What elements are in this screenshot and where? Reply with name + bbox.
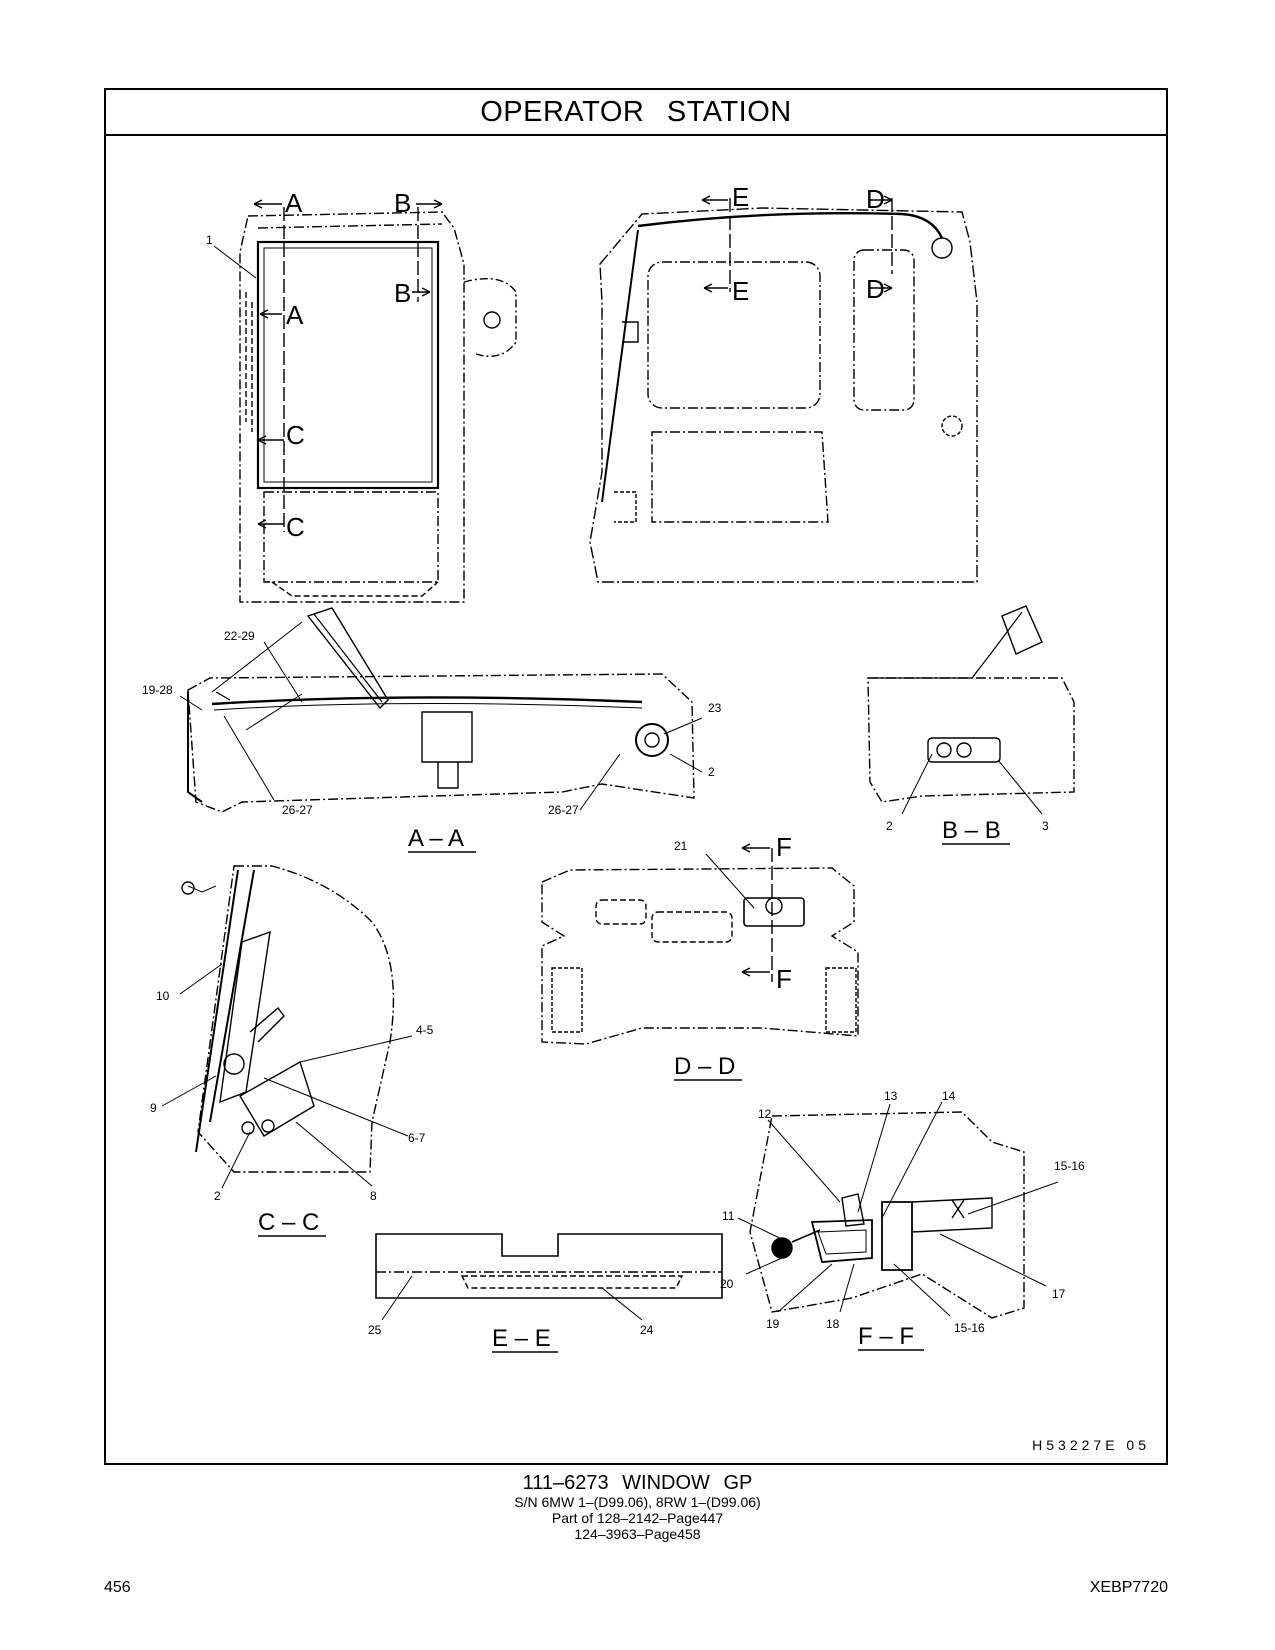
part-of-reference: 124–3963–Page458 [574,1526,701,1542]
section-label-ee: E – E [492,1325,551,1352]
diagram-frame: OPERATOR STATION [104,88,1168,1465]
section-letter-f: F [776,832,792,862]
callout-23: 23 [708,701,722,715]
callout-11: 11 [722,1209,735,1223]
callout-15-16: 15-16 [954,1321,985,1335]
section-ff-drawing [737,1101,1059,1319]
section-label-bb: B – B [942,817,1001,844]
callout-18: 18 [826,1317,840,1331]
section-dd-drawing [541,843,859,1045]
callout-19-28: 19-28 [142,683,173,697]
callout-8: 8 [370,1189,377,1203]
callout-26-27: 26-27 [548,803,579,817]
section-label-aa: A – A [408,825,464,852]
section-letter-b: B [394,278,411,308]
section-label-dd: D – D [674,1053,735,1080]
section-aa-drawing [179,607,703,813]
section-letter-b: B [394,188,411,218]
section-letter-f: F [776,964,792,994]
side-view [589,195,978,583]
section-letter-d: D [866,184,885,214]
parts-diagram: A B B A C C 1 E D E D 22-29 19-28 23 2 2… [142,182,1085,1353]
section-ee-drawing [375,1233,723,1321]
callout-2: 2 [886,819,893,833]
callout-9: 9 [150,1101,157,1115]
section-label-ff: F – F [858,1323,914,1350]
section-letter-a: A [286,300,304,330]
section-letter-d: D [866,274,885,304]
section-label-cc: C – C [258,1209,319,1236]
section-bb-drawing [867,605,1075,815]
callout-24: 24 [640,1323,654,1337]
document-id: XEBP7720 [1089,1579,1168,1596]
section-letter-a: A [285,188,303,218]
callout-21: 21 [674,839,688,853]
serial-range: S/N 6MW 1–(D99.06), 8RW 1–(D99.06) [514,1494,761,1510]
callout-22-29: 22-29 [224,629,255,643]
callout-25: 25 [368,1323,382,1337]
callout-12: 12 [758,1107,772,1121]
callout-19: 19 [766,1317,780,1331]
callout-1: 1 [206,233,213,247]
callout-14: 14 [942,1089,956,1103]
page-title: OPERATOR STATION [480,95,792,128]
callout-26-27: 26-27 [282,803,313,817]
section-letter-c: C [286,420,305,450]
section-cc-drawing [161,865,413,1189]
callout-2: 2 [214,1189,221,1203]
section-letter-e: E [732,182,749,212]
section-letter-c: C [286,512,305,542]
callout-10: 10 [156,989,170,1003]
figure-code: H53227E 05 [1032,1437,1150,1453]
callout-20: 20 [720,1277,734,1291]
callout-4-5: 4-5 [416,1023,434,1037]
callout-15-16: 15-16 [1054,1159,1085,1173]
callout-17: 17 [1052,1287,1066,1301]
callout-3: 3 [1042,819,1049,833]
section-letter-e: E [732,276,749,306]
top-view [213,199,517,603]
footer: 111–6273 WINDOW GP S/N 6MW 1–(D99.06), 8… [0,1472,1275,1542]
callout-2: 2 [708,765,715,779]
title-bar: OPERATOR STATION [106,90,1166,136]
callout-6-7: 6-7 [408,1131,426,1145]
group-title: 111–6273 WINDOW GP [522,1472,753,1494]
callout-13: 13 [884,1089,898,1103]
part-of-reference: Part of 128–2142–Page447 [551,1510,724,1526]
page-number: 456 [104,1579,131,1596]
